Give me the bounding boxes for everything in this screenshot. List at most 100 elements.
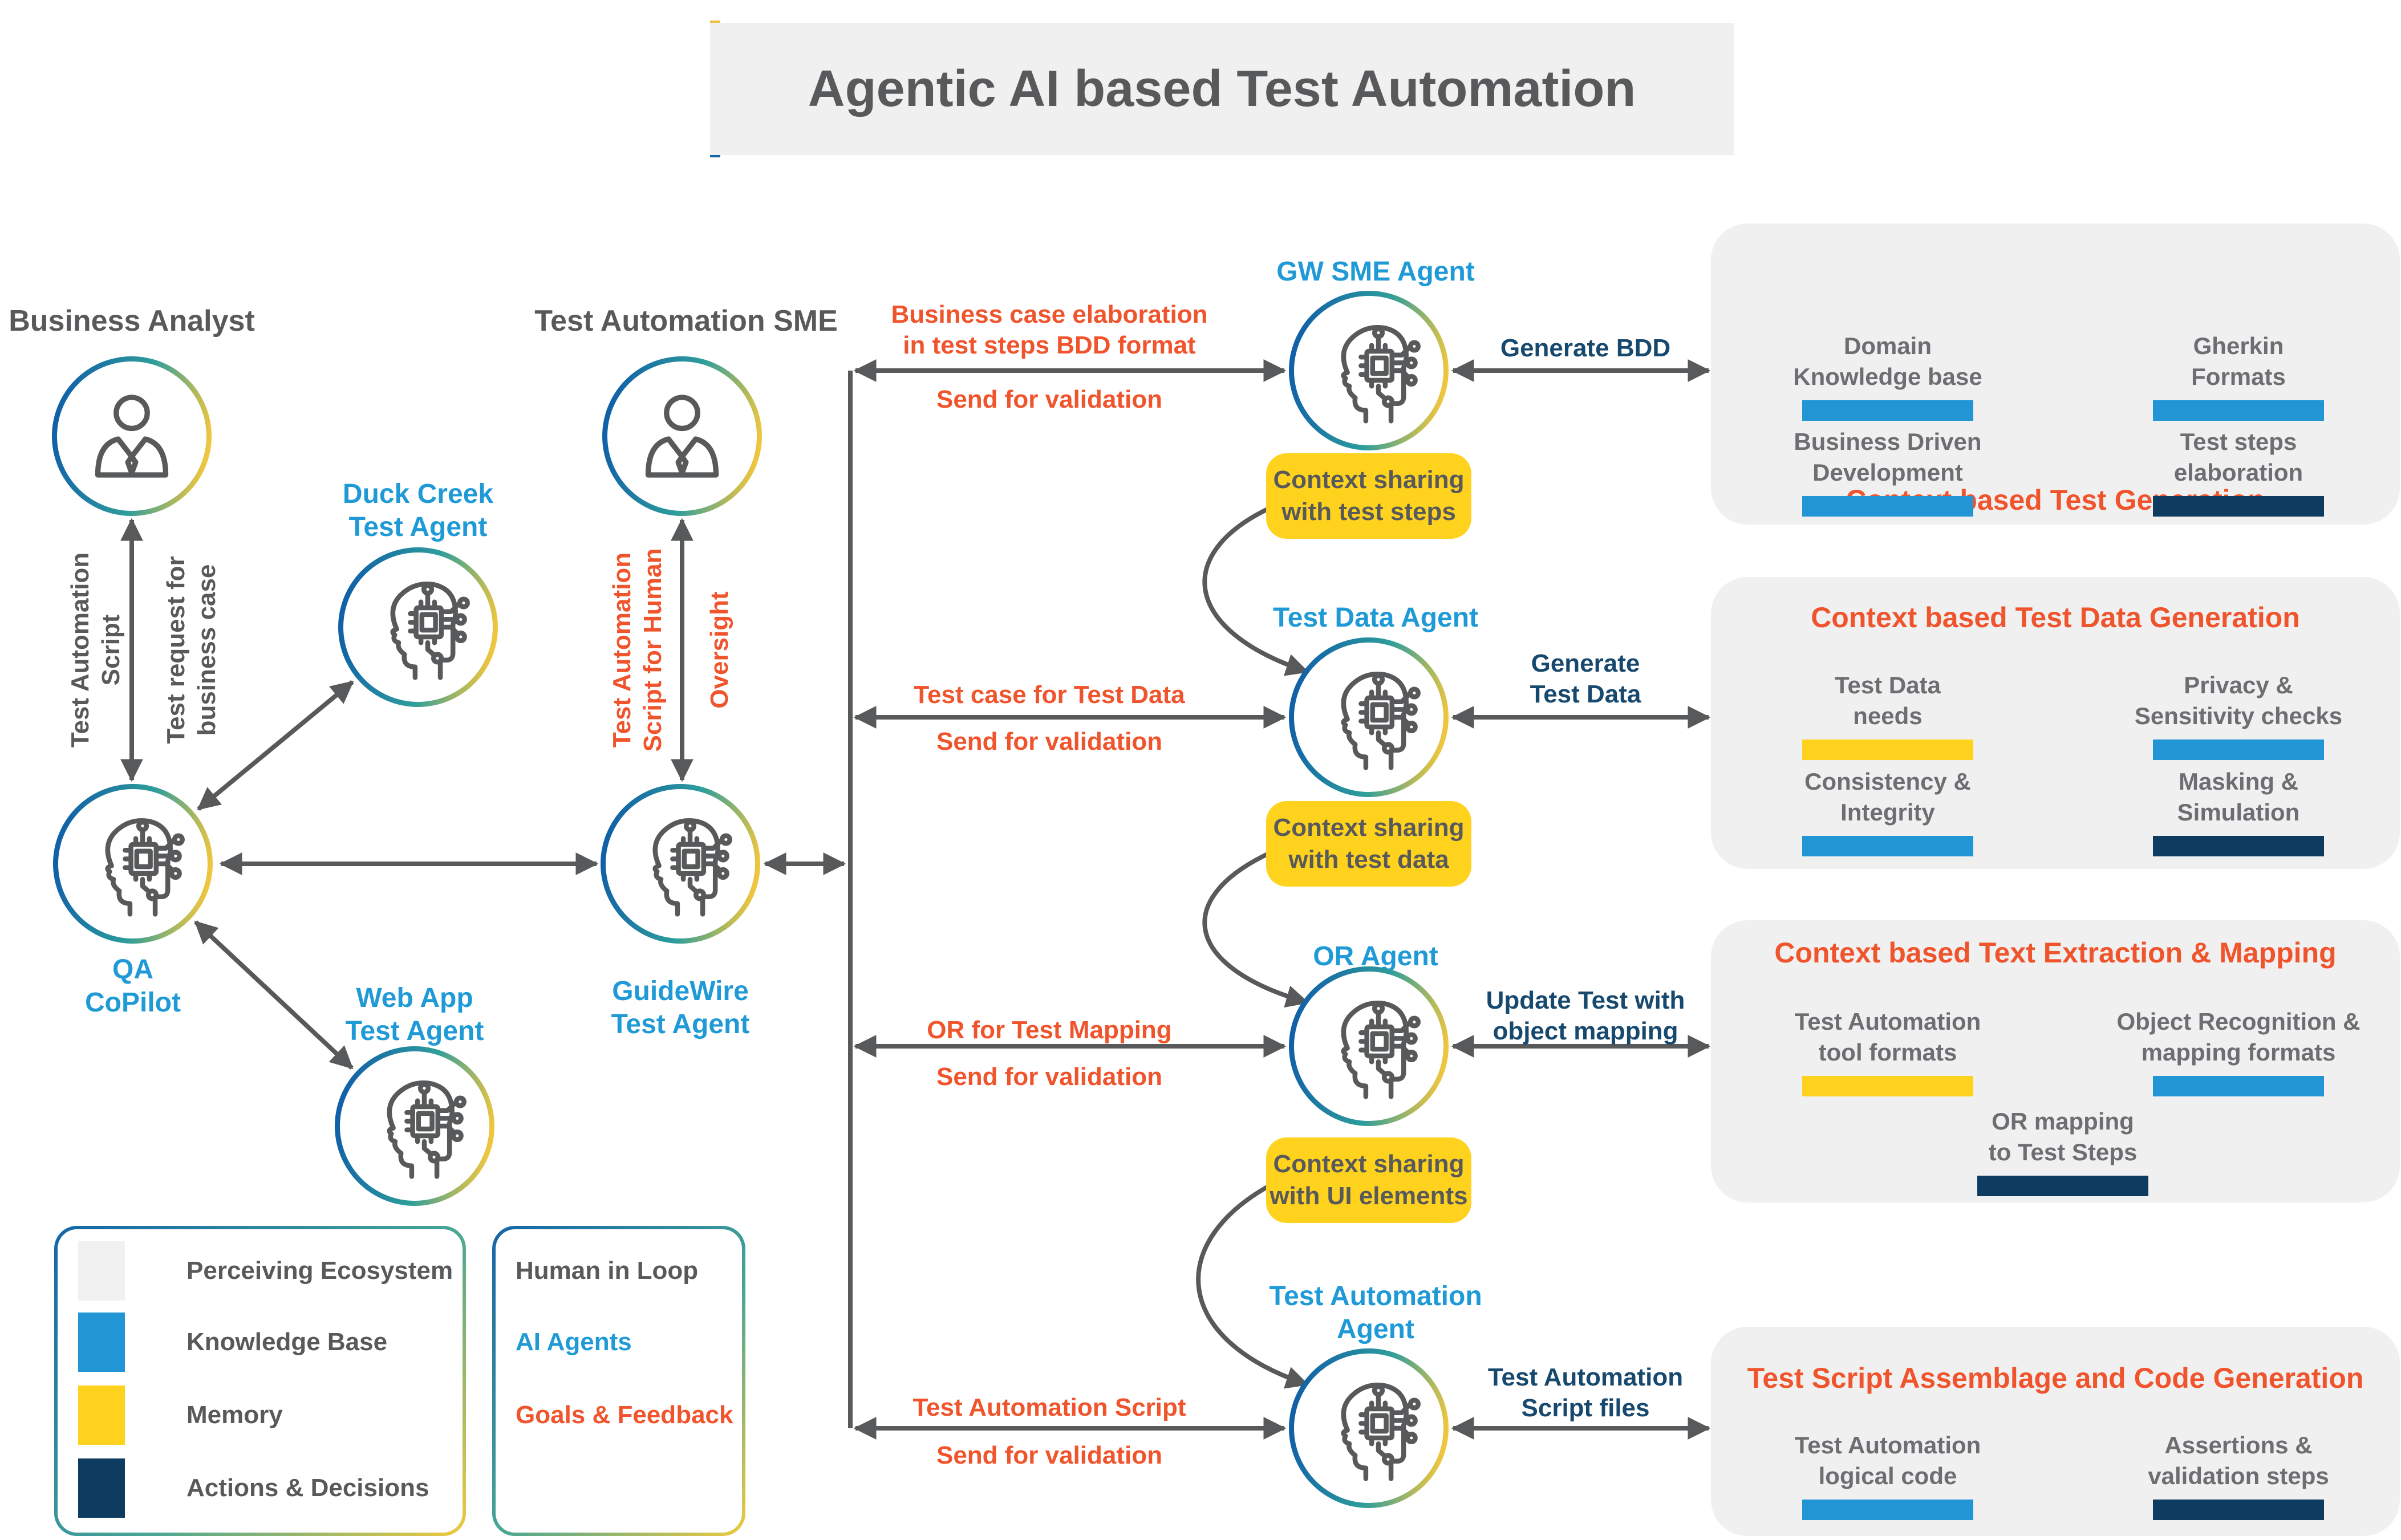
context-box-ui-elements: Context sharing with UI elements: [1266, 1137, 1471, 1223]
ai-head-icon: [1311, 312, 1427, 429]
ai-head-icon: [75, 806, 191, 922]
ai-head-icon: [1311, 988, 1427, 1104]
or-agent-node: [1289, 966, 1449, 1126]
test-data-agent-node: [1289, 637, 1449, 797]
item-bar: [2153, 1076, 2324, 1096]
ai-head-icon: [356, 1068, 473, 1184]
test-data-agent-label: Test Data Agent: [1272, 603, 1479, 633]
edge-label-oversight: Oversight: [705, 591, 733, 709]
legend-label: Actions & Decisions: [186, 1474, 429, 1502]
panel-script-assemblage: Test Script Assemblage and Code Generati…: [1711, 1327, 2400, 1536]
item-bar: [2153, 496, 2324, 517]
legend-role-ai-agents: AI Agents: [516, 1328, 632, 1356]
person-icon: [74, 378, 190, 494]
gradient-ring: [1289, 1348, 1449, 1508]
item-bar: [2153, 739, 2324, 760]
title-banner: Agentic AI based Test Automation: [710, 23, 1734, 155]
item-bar: [1802, 836, 1973, 856]
item-bar: [2153, 400, 2324, 421]
panel-item: Consistency &Integrity: [1762, 766, 2013, 856]
edge-label-test-request: Test request for business case: [162, 556, 221, 744]
item-bar: [1977, 1176, 2148, 1196]
flow3-action-label: Update Test with object mapping: [1486, 986, 1685, 1045]
legend-label: Knowledge Base: [186, 1328, 388, 1356]
ai-head-icon: [622, 806, 739, 922]
legend-label: Perceiving Ecosystem: [186, 1257, 453, 1285]
gw-sme-agent-node: [1289, 291, 1449, 450]
flow4-top-label: Test Automation Script: [912, 1393, 1186, 1421]
page-title: Agentic AI based Test Automation: [808, 60, 1636, 117]
business-analyst-label: Business Analyst: [9, 304, 255, 338]
flow1-bottom-label: Send for validation: [936, 385, 1163, 413]
item-bar: [2153, 836, 2324, 856]
gradient-ring: [1289, 637, 1449, 797]
gradient-ring: [338, 547, 498, 707]
flow4-bottom-label: Send for validation: [936, 1441, 1163, 1469]
panel-test-data-generation: Context based Test Data Generation Test …: [1711, 577, 2400, 869]
legend-swatch-memory: [78, 1385, 125, 1445]
flow1-top-label: Business case elaboration in test steps …: [891, 300, 1208, 359]
person-icon: [624, 378, 740, 494]
qa-copilot-label: QA CoPilot: [85, 954, 181, 1018]
web-app-agent-node: [335, 1046, 494, 1206]
web-app-agent-label: Web App Test Agent: [345, 983, 484, 1046]
qa-copilot-node: [53, 784, 213, 944]
panel-title: Test Script Assemblage and Code Generati…: [1747, 1362, 2364, 1394]
edge-label-test-automation-script: Test Automation Script: [66, 552, 125, 748]
flow2-action-label: Generate Test Data: [1530, 649, 1641, 708]
panel-item: Assertions &validation steps: [2113, 1430, 2364, 1520]
gradient-ring: [335, 1046, 494, 1206]
connector-context2-or: [1202, 847, 1309, 1008]
flow4-action-label: Test Automation Script files: [1487, 1363, 1684, 1422]
edge-label-script-for-human: Test Automation Script for Human: [608, 548, 667, 752]
item-bar: [1802, 400, 1973, 421]
flow2-bottom-label: Send for validation: [936, 728, 1163, 755]
item-bar: [2153, 1500, 2324, 1520]
flow1-action-label: Generate BDD: [1500, 334, 1671, 362]
panel-title: Context based Test Data Generation: [1811, 602, 2300, 633]
guidewire-agent-label: GuideWire Test Agent: [611, 976, 750, 1039]
panel-text-extraction-mapping: Context based Text Extraction & Mapping …: [1711, 920, 2400, 1202]
panel-title: Context based Text Extraction & Mapping: [1774, 937, 2337, 969]
connector-context1-testdata: [1202, 502, 1309, 676]
context-box-test-data: Context sharing with test data: [1266, 801, 1471, 887]
flow3-bottom-label: Send for validation: [936, 1063, 1163, 1091]
item-bar: [1802, 1500, 1973, 1520]
legend-label: Memory: [186, 1401, 283, 1429]
gradient-ring: [53, 784, 213, 944]
item-bar: [1802, 1076, 1973, 1096]
connector-qa-duckcreek: [197, 680, 354, 811]
business-analyst-node: [52, 356, 212, 516]
guidewire-agent-node: [601, 784, 760, 944]
gradient-ring: [602, 356, 762, 516]
duck-creek-agent-node: [338, 547, 498, 707]
gradient-ring: [1289, 966, 1449, 1126]
legend-role-goals-feedback: Goals & Feedback: [516, 1401, 733, 1429]
legend-role-human-in-loop: Human in Loop: [516, 1257, 699, 1285]
legend-box: Perceiving Ecosystem Knowledge Base Memo…: [54, 1226, 466, 1536]
ai-head-icon: [1311, 1370, 1427, 1486]
legend-roles-box: Human in Loop AI Agents Goals & Feedback: [492, 1226, 745, 1536]
legend-swatch-actions-decisions: [78, 1458, 125, 1518]
flow3-top-label: OR for Test Mapping: [927, 1016, 1172, 1044]
test-automation-agent-label: Test Automation Agent: [1269, 1281, 1482, 1344]
legend-swatch-knowledge-base: [78, 1313, 125, 1372]
ai-head-icon: [360, 569, 476, 685]
panel-item: Privacy &Sensitivity checks: [2113, 670, 2364, 760]
test-automation-sme-node: [602, 356, 762, 516]
gw-sme-agent-label: GW SME Agent: [1276, 257, 1475, 287]
item-bar: [1802, 496, 1973, 517]
test-automation-agent-node: [1289, 1348, 1449, 1508]
connector-context3-testautomation: [1196, 1179, 1309, 1389]
